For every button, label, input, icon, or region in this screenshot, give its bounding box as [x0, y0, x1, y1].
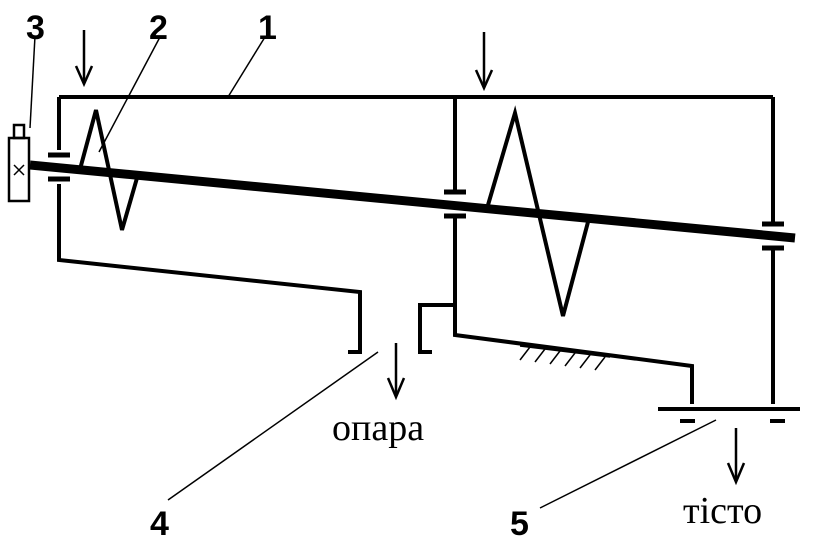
support-hatch — [519, 345, 611, 371]
outlet-label-sponge: опара — [332, 407, 424, 449]
callout-5: 5 — [510, 505, 529, 543]
callout-2: 2 — [149, 9, 168, 47]
shaft-bearings — [48, 152, 784, 251]
mixing-blades — [77, 105, 590, 317]
discharge-arrow-sponge — [386, 343, 406, 401]
callout-1: 1 — [258, 9, 277, 47]
feed-arrow-right — [474, 32, 494, 92]
drive-motor — [7, 123, 31, 203]
feed-arrow-left — [74, 30, 94, 88]
trough-housing — [57, 95, 800, 423]
callout-3: 3 — [26, 9, 45, 47]
discharge-arrow-dough — [726, 428, 746, 486]
callout-4: 4 — [150, 505, 169, 543]
outlet-label-dough: тісто — [683, 490, 762, 532]
leader-lines — [29, 35, 717, 509]
screw-shaft — [29, 160, 796, 243]
